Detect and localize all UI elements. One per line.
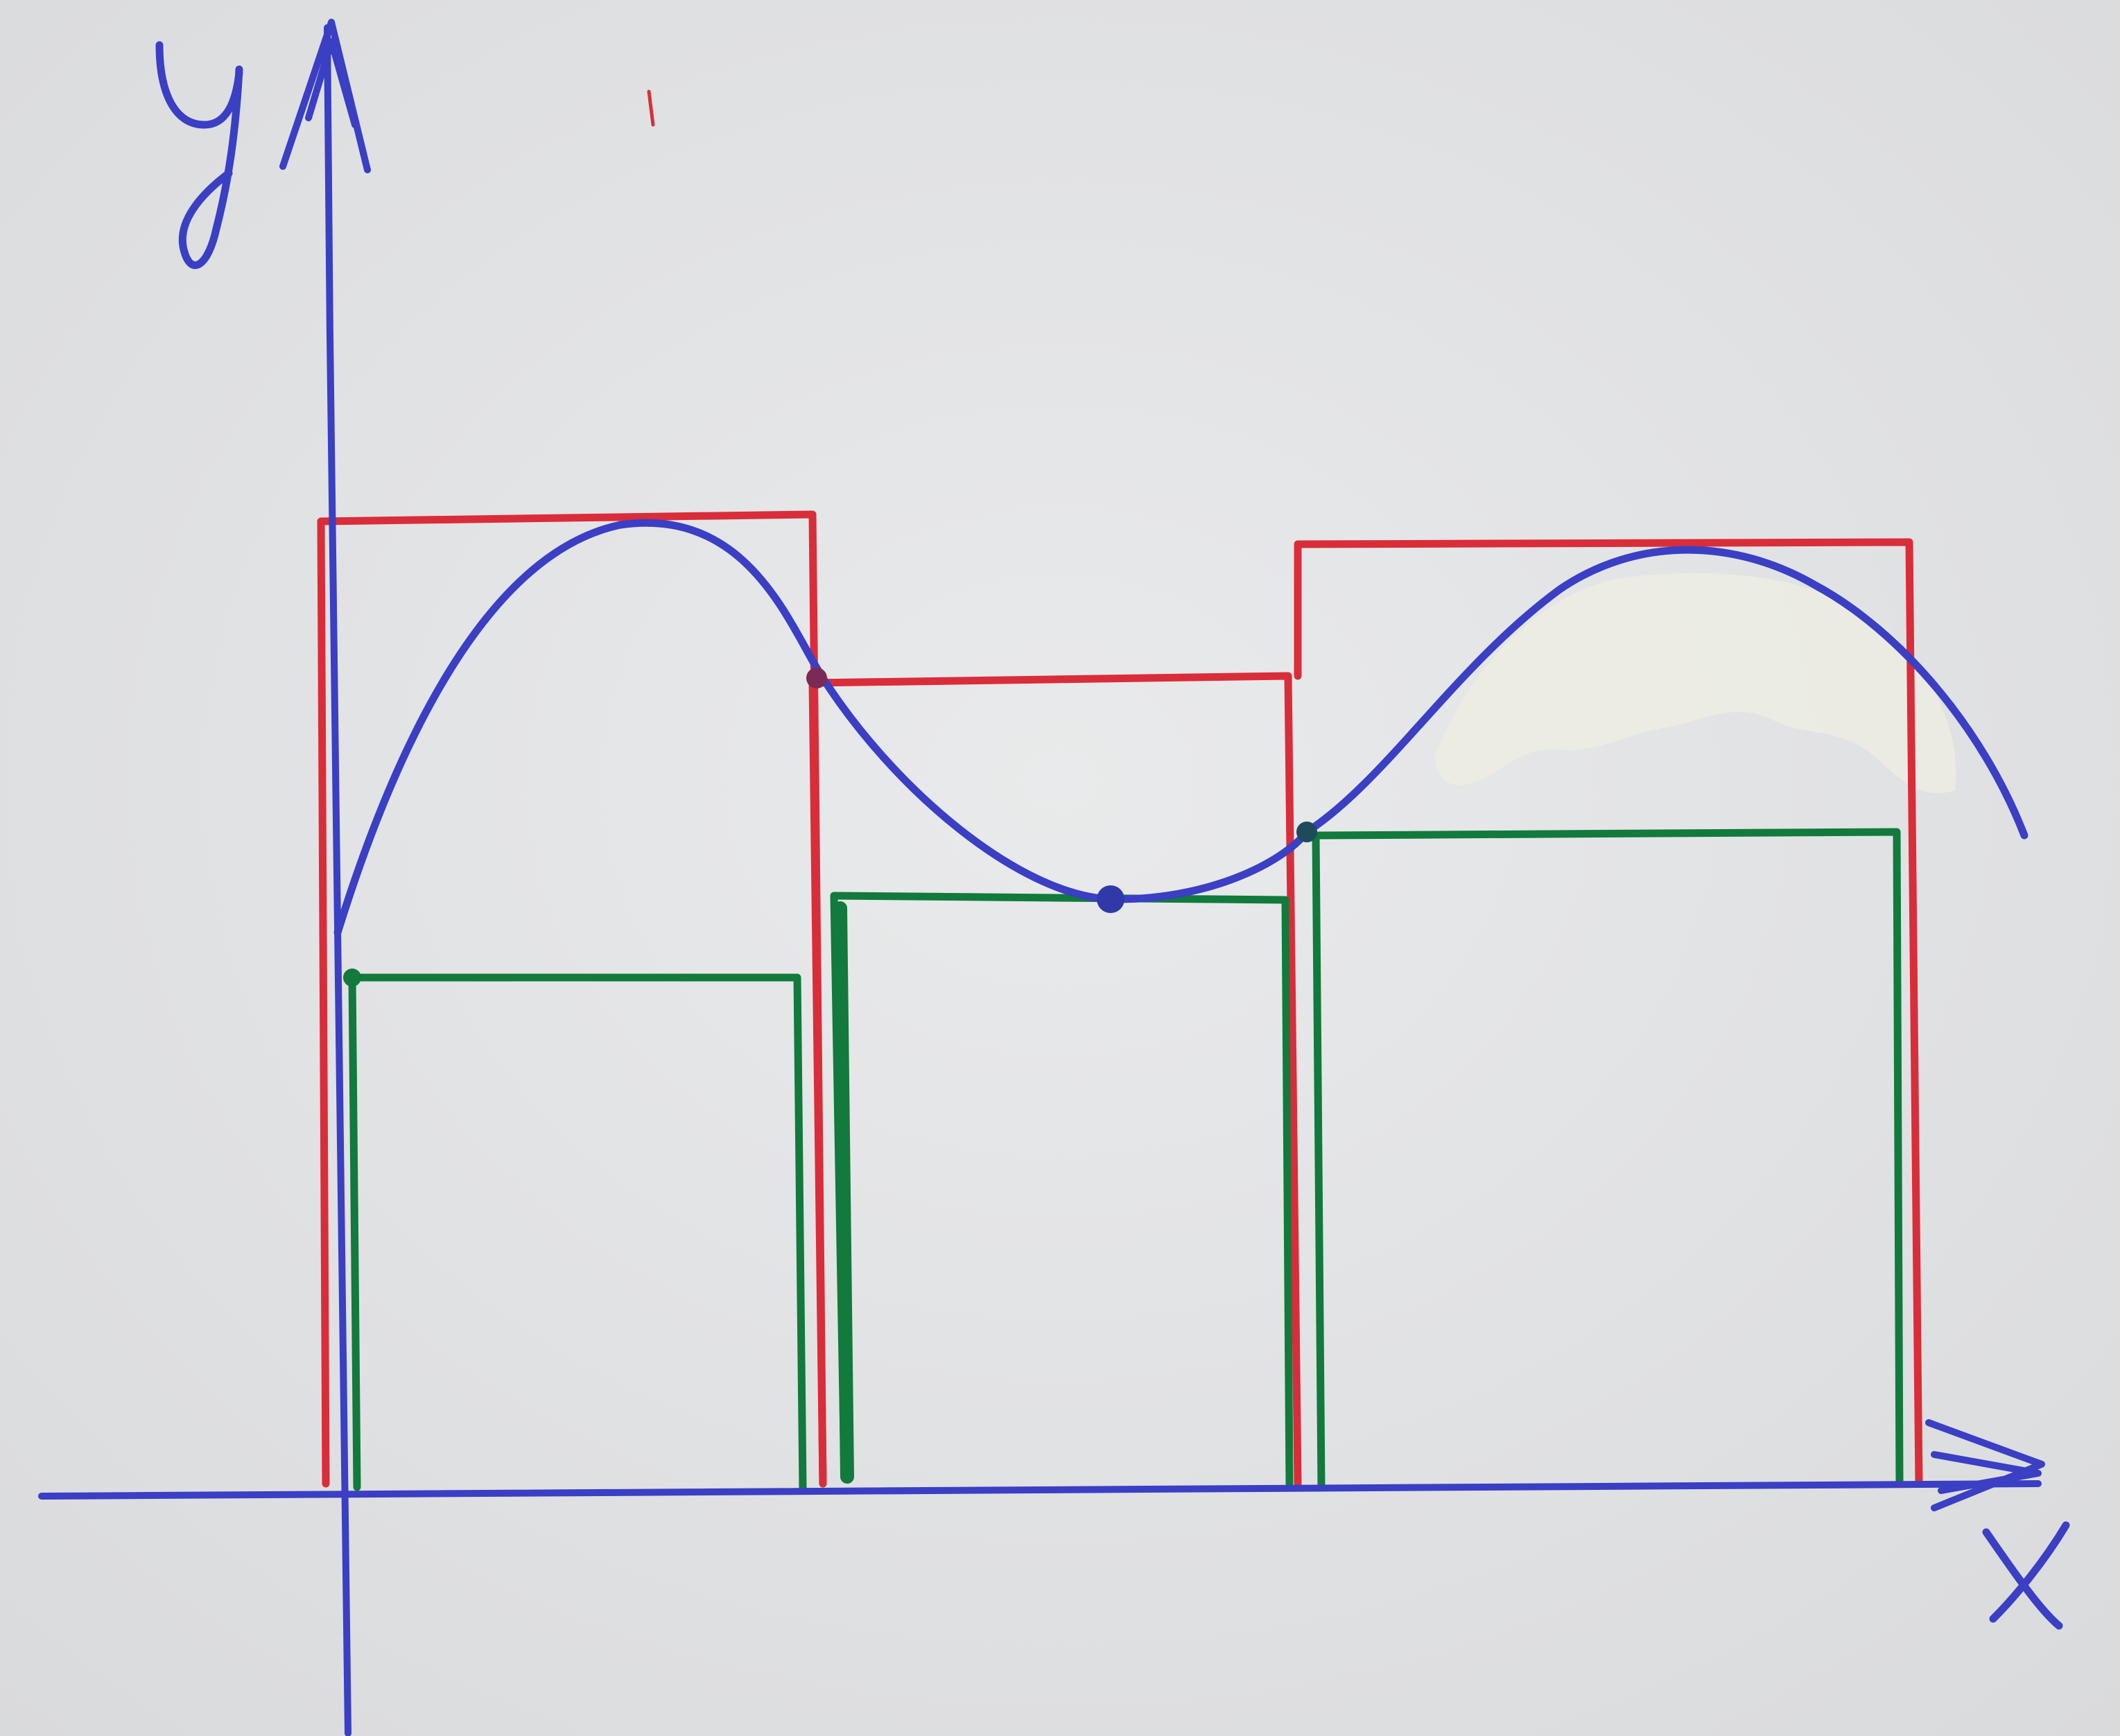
curve-dot-left-boundary <box>806 668 827 688</box>
curve-dot-lower-left <box>343 969 361 987</box>
curve-marker-dots <box>343 668 1317 987</box>
x-axis-label-group: x <box>1982 1521 2070 1630</box>
upper-rectangle-3 <box>1294 538 1923 1488</box>
y-axis-label-strokes <box>155 41 243 269</box>
upper-rectangles <box>317 510 1923 1488</box>
x-axis-arrowhead <box>1925 1419 2045 1511</box>
x-axis <box>38 1480 2042 1500</box>
y-axis-arrowhead <box>279 19 371 173</box>
y-axis-label-group: y <box>155 41 243 269</box>
lower-rectangle-3 <box>1312 828 1904 1491</box>
upper-rectangle-2 <box>808 672 1302 1488</box>
curve-dot-right-boundary <box>1296 822 1317 842</box>
upper-rectangle-2-left-edge <box>808 679 827 1488</box>
stray-red-mark <box>647 89 655 127</box>
x-axis-label: x <box>1993 1589 1997 1597</box>
lower-rectangle-2-thick-edge <box>833 901 854 1484</box>
curve-dot-minimum <box>1097 885 1124 913</box>
x-axis-label-strokes <box>1982 1521 2070 1630</box>
lower-rectangle-1 <box>348 973 807 1491</box>
function-curve <box>333 519 2028 937</box>
lower-rectangles <box>348 828 1904 1491</box>
y-axis-label: y <box>160 154 165 162</box>
correction-fluid-patch <box>1435 573 1956 794</box>
